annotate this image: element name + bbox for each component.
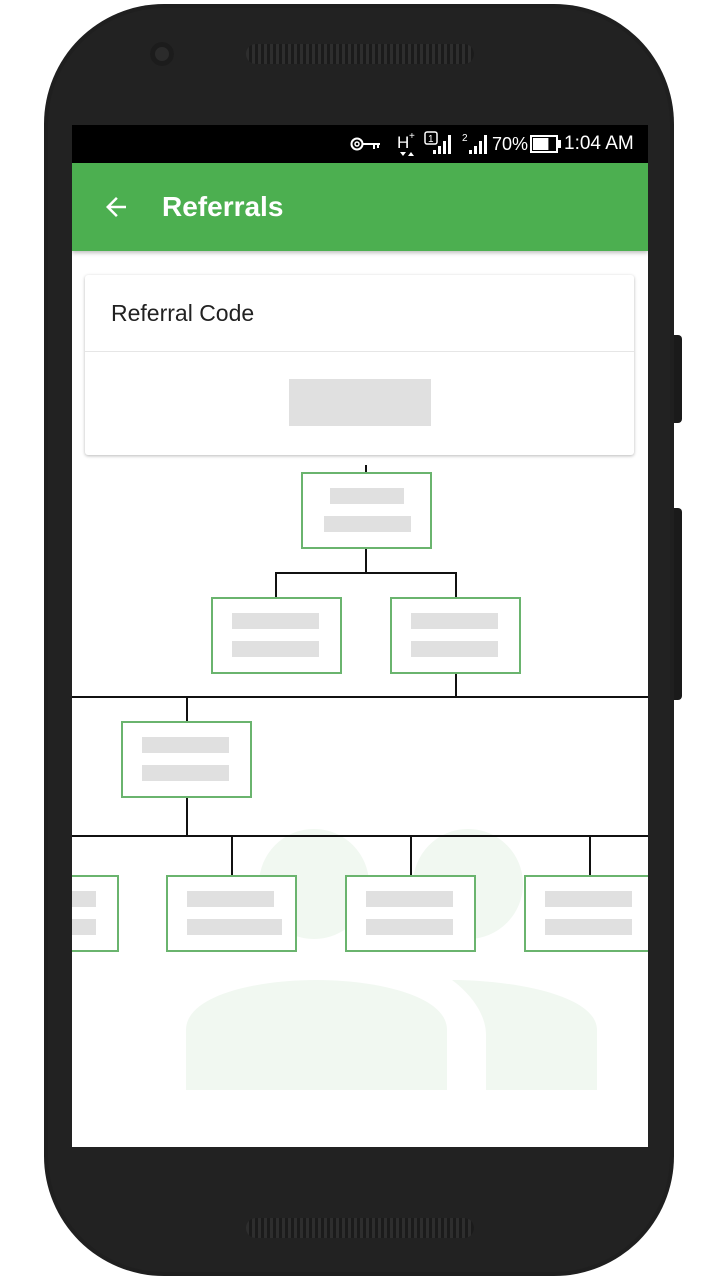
tree-connector xyxy=(455,572,457,598)
tree-node[interactable] xyxy=(390,597,521,674)
tree-connector xyxy=(72,696,648,698)
tree-connector xyxy=(275,572,277,598)
node-detail-placeholder xyxy=(232,641,319,657)
tree-connector xyxy=(231,835,233,875)
arrow-back-icon xyxy=(106,197,126,217)
node-detail-placeholder xyxy=(142,765,229,781)
front-camera xyxy=(150,42,174,66)
svg-text:2: 2 xyxy=(462,133,468,144)
battery-icon xyxy=(530,125,562,163)
referral-code-card: Referral Code xyxy=(85,275,634,455)
node-name-placeholder xyxy=(142,737,229,753)
svg-text:1: 1 xyxy=(428,134,434,145)
screen: H + 1 2 70% xyxy=(72,125,648,1147)
node-name-placeholder xyxy=(232,613,319,629)
referral-tree xyxy=(72,125,648,1147)
node-detail-placeholder xyxy=(72,919,96,935)
sim1-signal-icon: 1 xyxy=(424,125,454,163)
tree-node[interactable] xyxy=(524,875,648,952)
tree-connector xyxy=(455,672,457,696)
card-divider xyxy=(85,351,634,352)
tree-connector xyxy=(72,835,648,837)
tree-connector xyxy=(186,797,188,835)
tree-connector xyxy=(589,835,591,875)
svg-text:H: H xyxy=(397,133,409,152)
clock: 1:04 AM xyxy=(564,133,634,154)
tree-connector xyxy=(365,548,367,572)
tree-node[interactable] xyxy=(121,721,252,798)
tree-connector xyxy=(186,696,188,722)
node-detail-placeholder xyxy=(545,919,632,935)
tree-connector xyxy=(275,572,457,574)
node-name-placeholder xyxy=(330,488,404,504)
tree-node[interactable] xyxy=(345,875,476,952)
tree-node[interactable] xyxy=(211,597,342,674)
tree-node[interactable] xyxy=(301,472,432,549)
volume-button xyxy=(674,508,682,700)
node-name-placeholder xyxy=(545,891,632,907)
page-title: Referrals xyxy=(162,191,284,222)
referral-code-label: Referral Code xyxy=(111,300,255,326)
h-plus-data-icon: H + xyxy=(396,125,418,163)
tree-node[interactable] xyxy=(72,875,119,952)
node-detail-placeholder xyxy=(366,919,453,935)
bottom-speaker xyxy=(246,1218,474,1238)
node-name-placeholder xyxy=(187,891,274,907)
vpn-key-icon xyxy=(350,125,382,163)
app-bar: Referrals xyxy=(72,163,648,251)
top-speaker xyxy=(246,44,474,64)
node-detail-placeholder xyxy=(187,919,282,935)
node-name-placeholder xyxy=(411,613,498,629)
back-button[interactable] xyxy=(94,185,138,229)
svg-text:+: + xyxy=(409,131,415,142)
node-detail-placeholder xyxy=(411,641,498,657)
referral-code-value[interactable] xyxy=(289,379,431,426)
tree-node[interactable] xyxy=(166,875,297,952)
node-detail-placeholder xyxy=(324,516,411,532)
node-name-placeholder xyxy=(72,891,96,907)
status-bar: H + 1 2 70% xyxy=(72,125,648,163)
sim2-signal-icon: 2 xyxy=(460,125,490,163)
node-name-placeholder xyxy=(366,891,453,907)
power-button xyxy=(674,335,682,423)
battery-percent: 70% xyxy=(492,133,529,154)
tree-connector xyxy=(410,835,412,875)
tree-connector xyxy=(365,465,367,473)
